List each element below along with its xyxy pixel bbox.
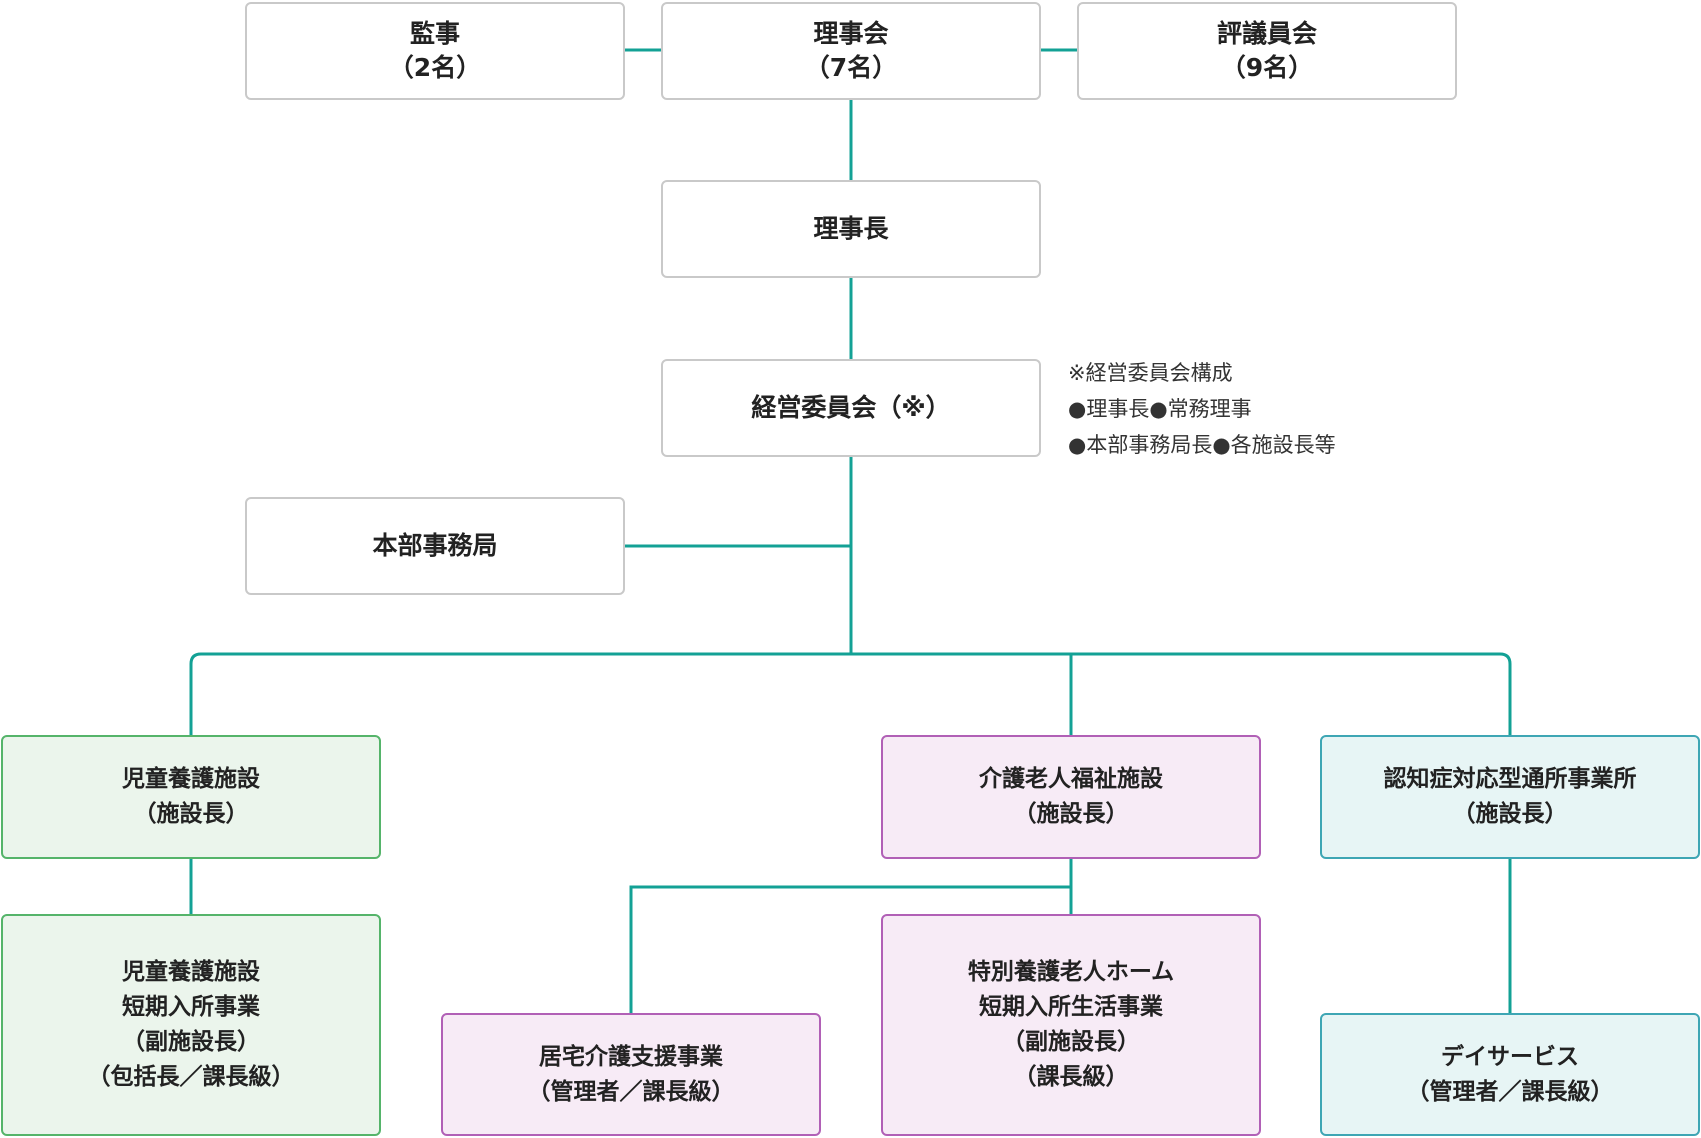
- council-title: 評議員会: [1216, 19, 1317, 48]
- management-committee-title: 経営委員会（※）: [751, 393, 951, 422]
- special-nursing-home-line3: （副施設長）: [1002, 1029, 1140, 1055]
- dementia-facility-box: 認知症対応型通所事業所 （施設長）: [1320, 735, 1700, 859]
- home-care-support-box: 居宅介護支援事業 （管理者／課長級）: [441, 1013, 821, 1136]
- facility-branch-link: [189, 652, 1512, 735]
- dementia-facility-role: （施設長）: [1452, 801, 1568, 827]
- elderly-split-link: [629, 885, 1071, 1013]
- council-count: （9名）: [1220, 53, 1314, 82]
- chairman-box: 理事長: [661, 180, 1041, 278]
- day-service-line1: デイサービス: [1441, 1043, 1579, 1070]
- elderly-facility-role: （施設長）: [1013, 801, 1129, 827]
- board-box: 理事会 （7名）: [661, 2, 1041, 100]
- auditors-box: 監事 （2名）: [245, 2, 625, 100]
- elderly-facility-box: 介護老人福祉施設 （施設長）: [881, 735, 1261, 859]
- special-nursing-home-line1: 特別養護老人ホーム: [967, 959, 1175, 985]
- auditors-count: （2名）: [388, 53, 482, 82]
- committee-note-line2: ●本部事務局長●各施設長等: [1068, 433, 1336, 457]
- special-nursing-home-line2: 短期入所生活事業: [979, 994, 1163, 1020]
- head-office-title: 本部事務局: [372, 531, 498, 560]
- management-committee-box: 経営委員会（※）: [661, 359, 1041, 457]
- head-office-box: 本部事務局: [245, 497, 625, 595]
- child-short-stay-box: 児童養護施設 短期入所事業 （副施設長） （包括長／課長級）: [1, 914, 381, 1136]
- child-facility-name: 児童養護施設: [122, 766, 260, 792]
- committee-note-heading: ※経営委員会構成: [1068, 361, 1233, 385]
- day-service-box: デイサービス （管理者／課長級）: [1320, 1013, 1700, 1136]
- elderly-facility-name: 介護老人福祉施設: [979, 766, 1163, 792]
- child-short-stay-line3: （副施設長）: [122, 1029, 260, 1055]
- child-short-stay-line2: 短期入所事業: [122, 994, 260, 1020]
- home-care-support-line2: （管理者／課長級）: [527, 1078, 735, 1105]
- council-box: 評議員会 （9名）: [1077, 2, 1457, 100]
- special-nursing-home-box: 特別養護老人ホーム 短期入所生活事業 （副施設長） （課長級）: [881, 914, 1261, 1136]
- board-count: （7名）: [804, 53, 898, 82]
- child-facility-box: 児童養護施設 （施設長）: [1, 735, 381, 859]
- committee-note: ※経営委員会構成 ●理事長●常務理事 ●本部事務局長●各施設長等: [1068, 355, 1336, 463]
- committee-note-line1: ●理事長●常務理事: [1068, 397, 1252, 421]
- board-title: 理事会: [813, 19, 889, 48]
- home-care-support-line1: 居宅介護支援事業: [539, 1043, 723, 1070]
- child-short-stay-line4: （包括長／課長級）: [87, 1064, 295, 1090]
- dementia-facility-name: 認知症対応型通所事業所: [1383, 766, 1637, 792]
- auditors-title: 監事: [409, 19, 460, 48]
- special-nursing-home-line4: （課長級）: [1013, 1064, 1129, 1090]
- day-service-line2: （管理者／課長級）: [1406, 1078, 1614, 1105]
- child-facility-role: （施設長）: [133, 801, 249, 827]
- chairman-title: 理事長: [813, 214, 889, 243]
- child-short-stay-line1: 児童養護施設: [122, 959, 260, 985]
